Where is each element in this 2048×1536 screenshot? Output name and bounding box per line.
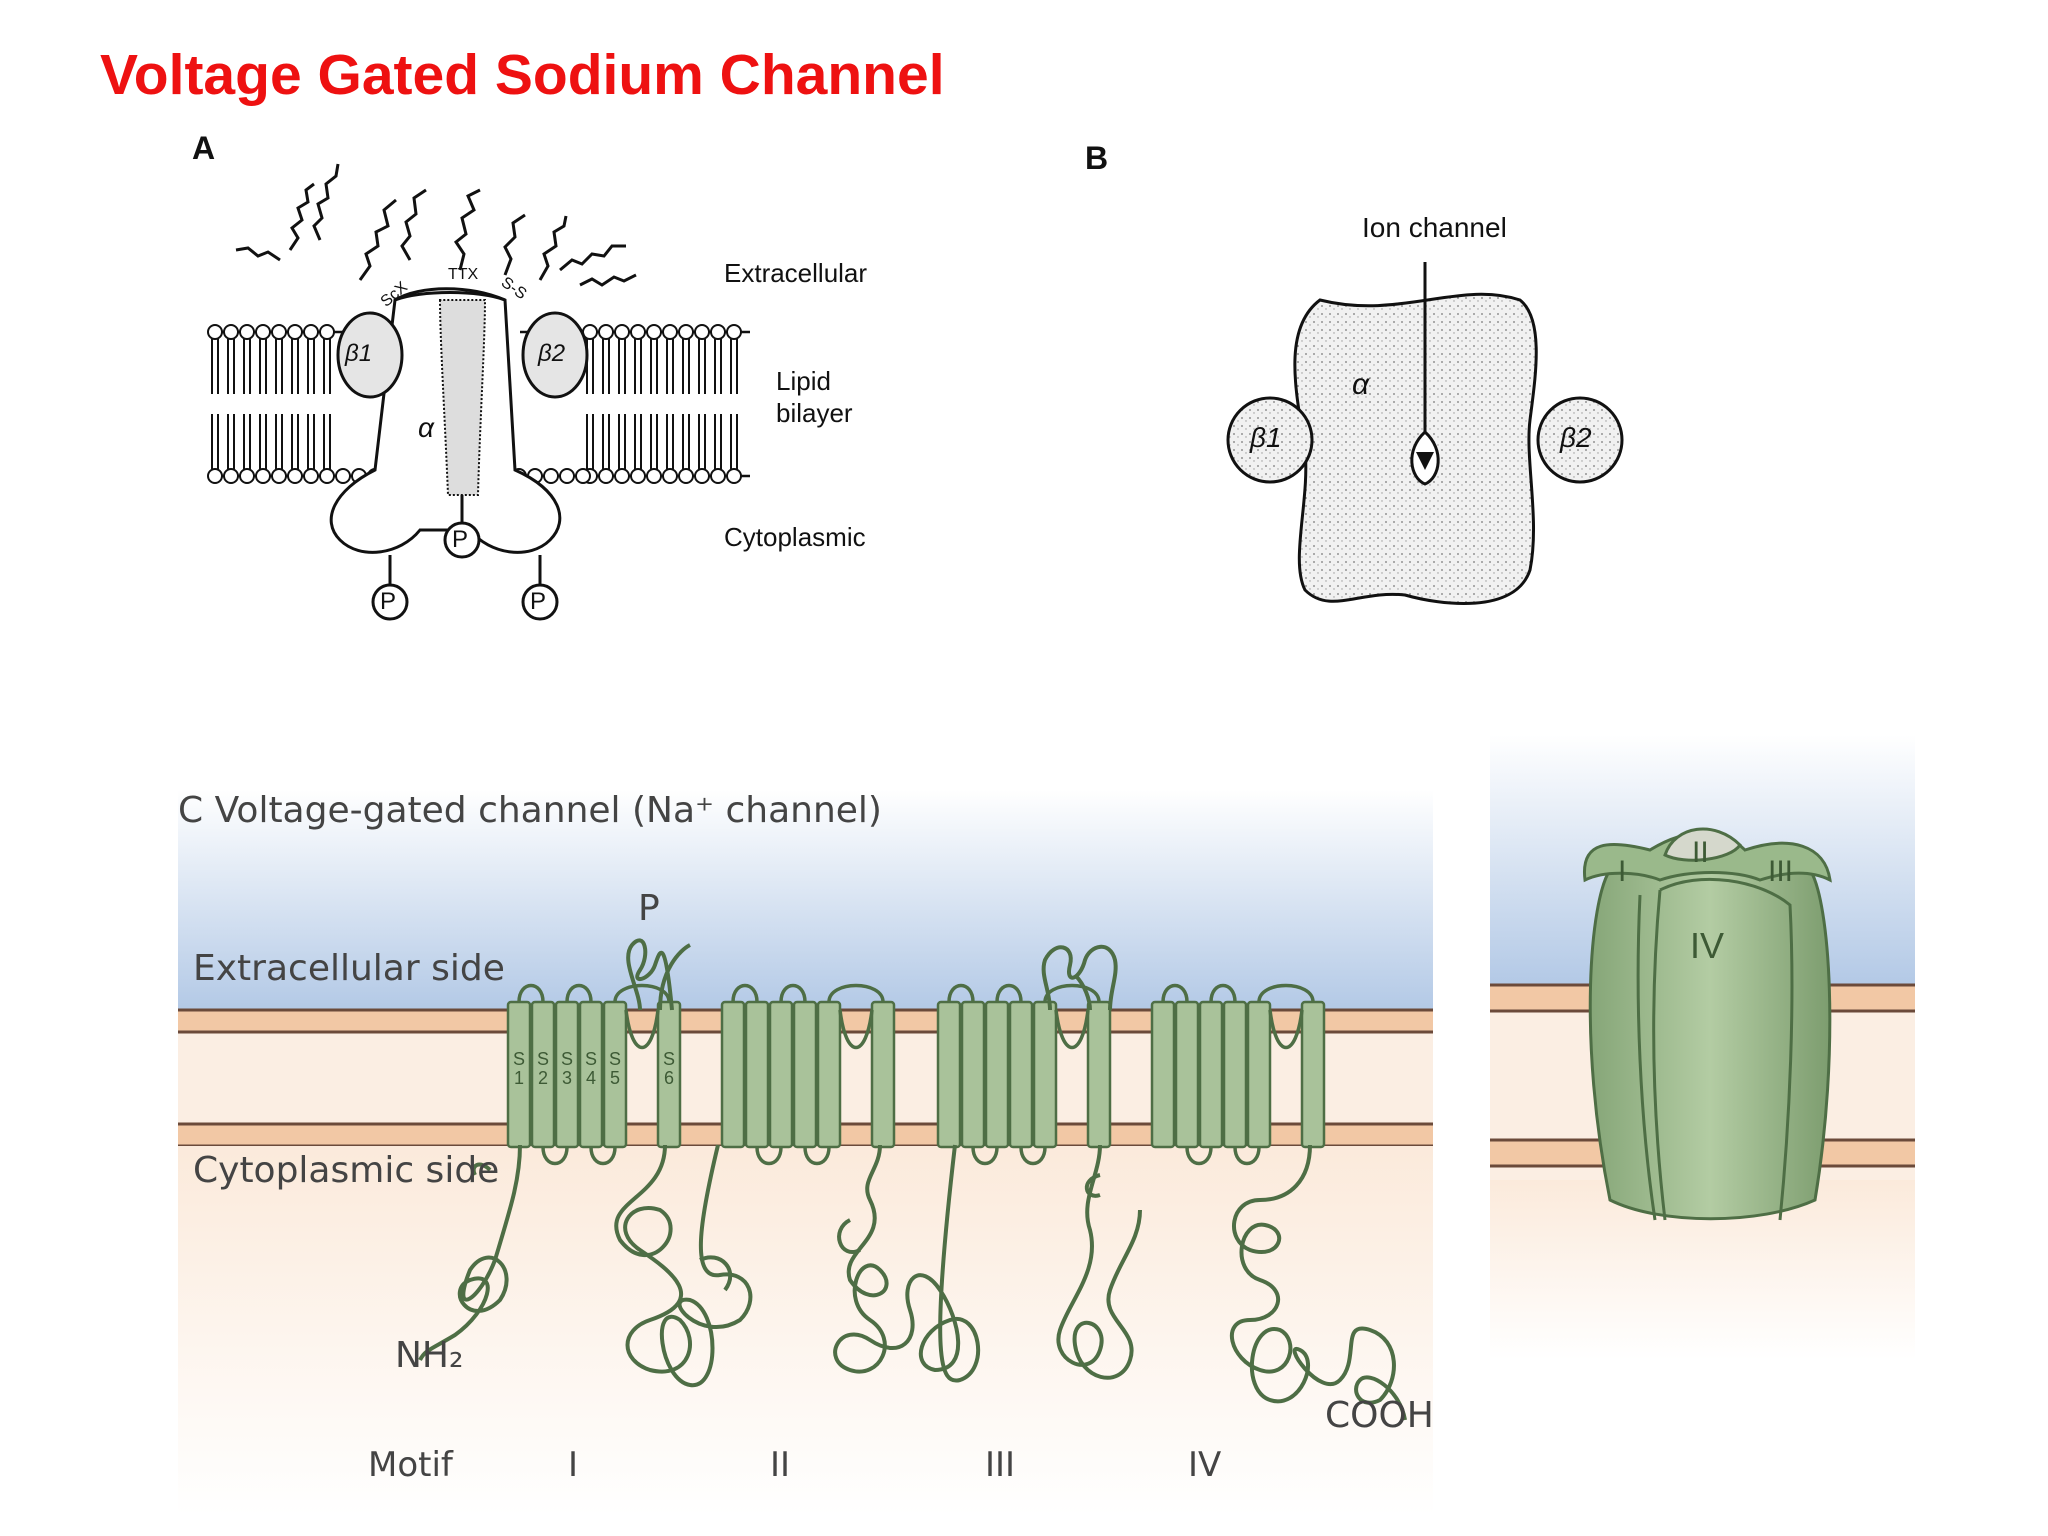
helix-m3-s1 xyxy=(936,1000,962,1149)
segment-label-s5: S 5 xyxy=(608,1049,621,1088)
p-label-3: P xyxy=(530,588,547,615)
pore xyxy=(438,299,487,496)
helix-m4-s6 xyxy=(1300,1000,1326,1149)
helix-loop xyxy=(613,983,671,1003)
helix-loop xyxy=(517,983,545,1003)
helix-m3-s2 xyxy=(960,1000,986,1149)
p-label-2: P xyxy=(380,588,397,615)
helix-m2-s4 xyxy=(792,1000,818,1149)
panel-b-letter: B xyxy=(1085,140,1109,176)
helix-loop xyxy=(755,1146,783,1166)
p-loop-label: P xyxy=(638,888,660,929)
pore-loop xyxy=(624,1009,660,1049)
pore-loop xyxy=(1268,1009,1304,1049)
segment-label-s3: S 3 xyxy=(560,1049,573,1088)
lipid-label-1: Lipid xyxy=(776,366,831,396)
toxin-chains xyxy=(235,163,637,287)
cooh-label: COOH xyxy=(1325,1395,1434,1436)
extracellular-label: Extracellular xyxy=(724,258,868,288)
domain-ii-label: II xyxy=(1692,836,1709,869)
beta1-label-b: β1 xyxy=(1250,422,1282,453)
helix-loop xyxy=(947,983,975,1003)
helix-loop xyxy=(971,1146,999,1166)
helix-m4-s4 xyxy=(1222,1000,1248,1149)
beta2-subunit xyxy=(521,311,589,399)
cytoplasmic-side-label: Cytoplasmic side xyxy=(193,1150,500,1191)
pore-loop xyxy=(838,1009,874,1049)
helix-loop xyxy=(803,1146,831,1166)
panel-a-letter: A xyxy=(192,130,216,166)
lipid-label-2: bilayer xyxy=(776,398,853,428)
helix-loop xyxy=(995,983,1023,1003)
extracellular-region xyxy=(178,790,1433,1010)
panel-c-caption: C Voltage-gated channel (Na⁺ channel) xyxy=(178,790,882,831)
helix-loop xyxy=(779,983,807,1003)
extracellular-side-label: Extracellular side xyxy=(193,948,505,989)
helix-m4-s1 xyxy=(1150,1000,1176,1149)
helix-m4-s2 xyxy=(1174,1000,1200,1149)
beta1-subunit xyxy=(336,311,404,399)
helix-m2-s3 xyxy=(768,1000,794,1149)
motif-iii: III xyxy=(985,1445,1016,1485)
beta1-label-a: β1 xyxy=(345,340,373,367)
domain-iv-label: IV xyxy=(1690,925,1725,966)
helix-loop xyxy=(541,1146,569,1166)
beta2-label-b: β2 xyxy=(1560,422,1592,453)
helix-loop xyxy=(1161,983,1189,1003)
segment-label-s4: S 4 xyxy=(584,1049,597,1088)
alpha-label-b: α xyxy=(1352,368,1370,401)
nh2-label: NH₂ xyxy=(395,1335,464,1376)
helix-m3-s5 xyxy=(1032,1000,1058,1149)
segment-label-s6: S 6 xyxy=(662,1049,675,1088)
helix-m3-s3 xyxy=(984,1000,1010,1149)
helix-loop xyxy=(589,1146,617,1166)
ttx-label: TTX xyxy=(448,266,479,283)
helix-m2-s2 xyxy=(744,1000,770,1149)
helix-loop xyxy=(1019,1146,1047,1166)
motif-ii: II xyxy=(770,1445,791,1485)
pore-loop xyxy=(1054,1009,1090,1049)
helix-loop xyxy=(565,983,593,1003)
segment-label-s1: S 1 xyxy=(512,1049,525,1088)
helix-m4-s3 xyxy=(1198,1000,1224,1149)
page-title: Voltage Gated Sodium Channel xyxy=(100,43,945,107)
polypeptide-loops xyxy=(418,938,1407,1421)
helix-loop xyxy=(1233,1146,1261,1166)
helix-m3-s4 xyxy=(1008,1000,1034,1149)
helix-m2-s1 xyxy=(720,1000,746,1149)
helix-loop xyxy=(1209,983,1237,1003)
alpha-label-a: α xyxy=(418,412,434,443)
beta2-subunit-top xyxy=(1536,396,1624,484)
helix-m4-s5 xyxy=(1246,1000,1272,1149)
p-label-1: P xyxy=(452,526,469,553)
transmembrane-helices xyxy=(506,983,1326,1166)
phospho-sites xyxy=(371,495,559,621)
cytoplasm-region xyxy=(178,1146,1433,1516)
domain-iii-label: III xyxy=(1768,855,1794,888)
motif-label: Motif xyxy=(368,1445,453,1485)
helix-m3-s6 xyxy=(1086,1000,1112,1149)
helix-loop xyxy=(1185,1146,1213,1166)
channel-3d-barrel xyxy=(1582,827,1832,1221)
beta1-subunit-top xyxy=(1226,396,1314,484)
ion-channel-label: Ion channel xyxy=(1362,212,1507,243)
segment-label-s2: S 2 xyxy=(536,1049,549,1088)
domain-i-label: I xyxy=(1618,855,1627,888)
helix-loop xyxy=(731,983,759,1003)
motif-iv: IV xyxy=(1188,1445,1222,1485)
cytoplasmic-label: Cytoplasmic xyxy=(724,522,866,552)
helix-m2-s6 xyxy=(870,1000,896,1149)
helix-m2-s5 xyxy=(816,1000,842,1149)
helix-loop xyxy=(1257,983,1315,1003)
helix-loop xyxy=(827,983,885,1003)
motif-i: I xyxy=(568,1445,579,1485)
beta2-label-a: β2 xyxy=(538,340,566,367)
